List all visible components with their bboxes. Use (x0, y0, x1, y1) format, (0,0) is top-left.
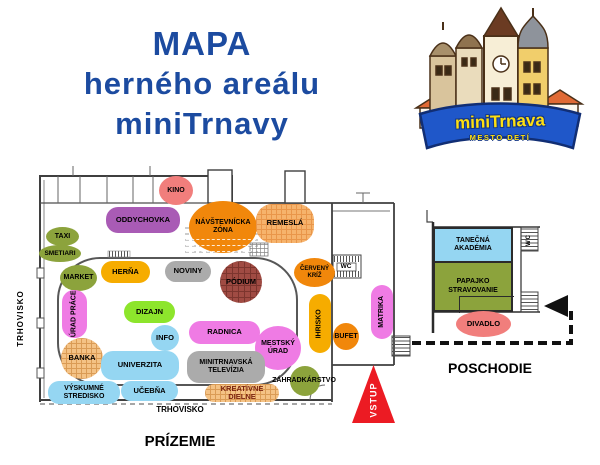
wc-upper-label-text: WC (526, 234, 532, 246)
zone-vyskumne-stredisko: VÝSKUMNÉ STREDISKO (48, 381, 120, 404)
zone-dizajn: DIZAJN (124, 301, 175, 323)
seating-row-line (186, 239, 256, 240)
zone-taxi: TAXI (46, 227, 79, 246)
zone-zahradkarstvo-label: ZÁHRADKÁRSTVO (272, 377, 336, 384)
zone-divadlo: DIVADLO (456, 311, 511, 337)
zone-matrika: MATRIKA (371, 285, 393, 339)
zone-cerveny-kriz: ČERVENÝ KRÍŽ (294, 258, 335, 287)
logo-banner-ribbon (418, 102, 582, 150)
zone-kreativne-dielne: KREATÍVNE DIELNE (205, 384, 279, 402)
wc-upper-label: WC (520, 228, 538, 252)
wc-ground-label: WC (340, 263, 352, 270)
zone-ihrisko-label: IHRISKO (316, 308, 324, 339)
zone-bufet: BUFET (333, 323, 359, 350)
upper-floor-title: POSCHODIE (447, 360, 532, 376)
papajko-inner-wall (459, 296, 514, 313)
zone-zahradkarstvo-circle (290, 366, 320, 396)
zone-tanecna-akademia: TANEČNÁ AKADÉMIA (433, 227, 513, 263)
zone-herna: HERŇA (101, 261, 150, 283)
zone-banka: BANKA (61, 338, 103, 379)
title-line-1: MAPA (152, 25, 252, 62)
title-line-2: herného areálu (83, 66, 321, 101)
zone-market: MARKET (60, 265, 97, 291)
zone-navstevnicka-zona: NÁVŠTEVNÍCKA ZÓNA (189, 201, 257, 253)
zone-podium: PÓDIUM (220, 261, 262, 303)
ground-floor-title: PRÍZEMIE (144, 433, 216, 450)
zone-minitrnavska-televizia: MINITRNAVSKÁ TELEVÍZIA (187, 351, 265, 383)
zone-urad-prace-label: ÚRAD PRÁCE (70, 290, 78, 338)
zone-ucebna: UČEBŇA (121, 381, 178, 401)
zone-oddychovka: ODDYCHOVKA (106, 207, 180, 233)
zone-radnica: RADNICA (189, 321, 260, 344)
seating-row-line (186, 251, 256, 252)
zone-info: INFO (151, 325, 179, 351)
seating-row-line (186, 245, 256, 246)
zone-matrika-label: MATRIKA (378, 296, 386, 328)
zone-smetiari: SMETIARI (39, 245, 81, 262)
market-side-label: TRHOVISKO (6, 278, 34, 358)
zone-noviny: NOVINY (165, 261, 211, 282)
minitrnava-logo (413, 6, 585, 150)
page-title: MAPA herného areálu miniTrnavy (28, 24, 376, 144)
zone-urad-prace: ÚRAD PRÁCE (62, 290, 87, 338)
entrance-label: VSTUP (368, 382, 379, 418)
zone-ihrisko: IHRISKO (309, 294, 331, 353)
market-bottom-label: TRHOVISKO (156, 405, 204, 414)
zone-kino: KINO (159, 176, 193, 205)
logo-tagline: MESTO DETÍ (469, 133, 531, 142)
zone-univerzita: UNIVERZITA (101, 351, 179, 380)
market-side-label-text: TRHOVISKO (15, 289, 25, 347)
zone-remesla: REMESLÁ (256, 204, 314, 243)
title-line-3: miniTrnavy (115, 106, 289, 141)
direction-arrow (412, 295, 573, 345)
